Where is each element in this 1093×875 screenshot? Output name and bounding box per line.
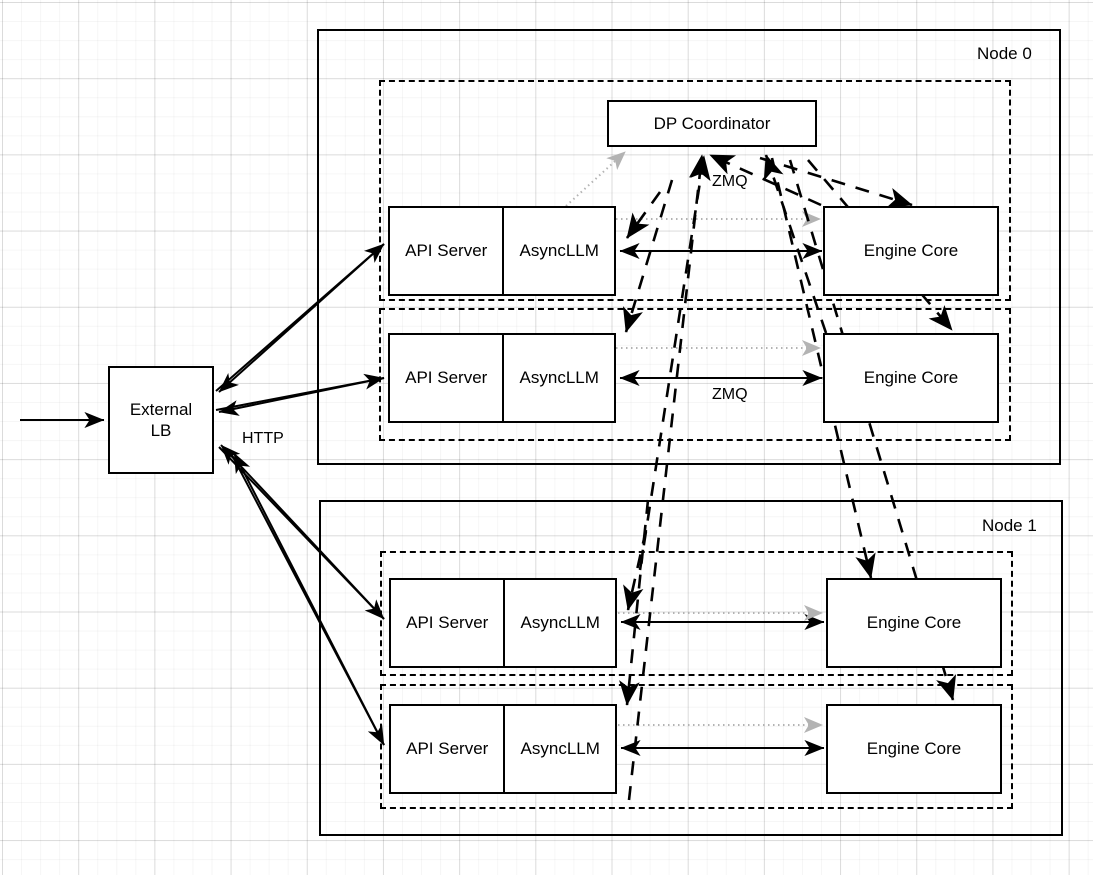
async-llm-cell[interactable]: AsyncLLM (503, 580, 615, 666)
node-0-replica-0-apiserver-asyncllm[interactable]: API Server AsyncLLM (388, 206, 616, 296)
external-lb-label-line2: LB (150, 421, 172, 440)
node-0-container (317, 29, 1061, 465)
node-0-replica-1-group (379, 308, 1011, 441)
dp-coordinator-label: DP Coordinator (653, 113, 771, 133)
engine-core-label: Engine Core (863, 368, 959, 388)
zmq-label-node0-bottom: ZMQ (712, 386, 748, 403)
api-server-cell[interactable]: API Server (406, 613, 489, 632)
async-llm-cell[interactable]: AsyncLLM (502, 208, 614, 294)
node-1-replica-0-group (380, 551, 1013, 676)
node-1-replica-1-apiserver-asyncllm[interactable]: API Server AsyncLLM (389, 704, 617, 794)
zmq-label-node0-top: ZMQ (712, 173, 748, 190)
engine-core-label: Engine Core (866, 739, 962, 759)
engine-core-label: Engine Core (863, 241, 959, 261)
external-lb-label-line1: External (129, 399, 193, 419)
node-1-container (319, 500, 1063, 836)
async-llm-cell[interactable]: AsyncLLM (503, 706, 615, 792)
http-edge-label: HTTP (242, 430, 284, 447)
node-0-replica-1-apiserver-asyncllm[interactable]: API Server AsyncLLM (388, 333, 616, 423)
node-0-replica-0-group (379, 80, 1011, 301)
node-0-label: Node 0 (977, 44, 1032, 63)
node-1-replica-1-engine-core[interactable]: Engine Core (826, 704, 1002, 794)
node-0-replica-0-engine-core[interactable]: Engine Core (823, 206, 999, 296)
node-1-replica-1-group (380, 684, 1013, 809)
dp-coordinator-box[interactable]: DP Coordinator (607, 100, 817, 147)
node-0-replica-1-engine-core[interactable]: Engine Core (823, 333, 999, 423)
node-1-replica-0-apiserver-asyncllm[interactable]: API Server AsyncLLM (389, 578, 617, 668)
external-lb-box[interactable]: External LB (108, 366, 214, 474)
node-1-label: Node 1 (982, 516, 1037, 535)
api-server-cell[interactable]: API Server (405, 368, 488, 387)
node-1-replica-0-engine-core[interactable]: Engine Core (826, 578, 1002, 668)
engine-core-label: Engine Core (866, 613, 962, 633)
api-server-cell[interactable]: API Server (406, 739, 489, 758)
async-llm-cell[interactable]: AsyncLLM (502, 335, 614, 421)
api-server-cell[interactable]: API Server (405, 241, 488, 260)
